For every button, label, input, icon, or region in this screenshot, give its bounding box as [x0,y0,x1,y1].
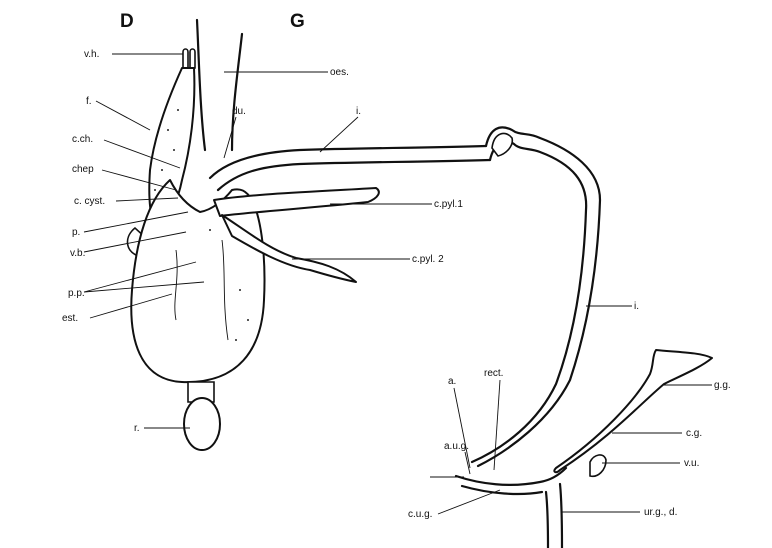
label-cch: c.ch. [72,134,93,145]
label-cg: c.g. [686,428,702,439]
label-i-top: i. [356,106,361,117]
label-aug: a.u.g. [444,441,469,452]
label-oes: oes. [330,67,349,78]
label-chep: chep [72,164,94,175]
urinary-bladder [590,455,606,476]
label-cug: c.u.g. [408,509,432,520]
label-du: du. [232,106,246,117]
label-a: a. [448,376,456,387]
label-vu: v.u. [684,458,699,469]
genital-gland [554,350,712,472]
label-vh: v.h. [84,49,99,60]
label-urgd: ur.g., d. [644,507,677,518]
label-rect: rect. [484,368,503,379]
label-ccyst: c. cyst. [74,196,105,207]
oesophagus [197,20,242,150]
label-r: r. [134,423,140,434]
label-p: p. [72,227,80,238]
hepatic-veins [183,49,195,68]
label-vb: v.b. [70,248,85,259]
intestine [472,127,600,466]
urogenital-canal [430,468,566,548]
side-label-left: G [290,11,305,32]
appendix-r [184,382,220,450]
label-i-right: i. [634,301,639,312]
label-gg: g.g. [714,380,731,391]
label-f: f. [86,96,92,107]
label-pp: p.p. [68,288,85,299]
side-label-right: D [120,11,134,32]
label-cpyl1: c.pyl.1 [434,199,463,210]
label-cpyl2: c.pyl. 2 [412,254,444,265]
label-est: est. [62,313,78,324]
duodenum [210,146,490,190]
